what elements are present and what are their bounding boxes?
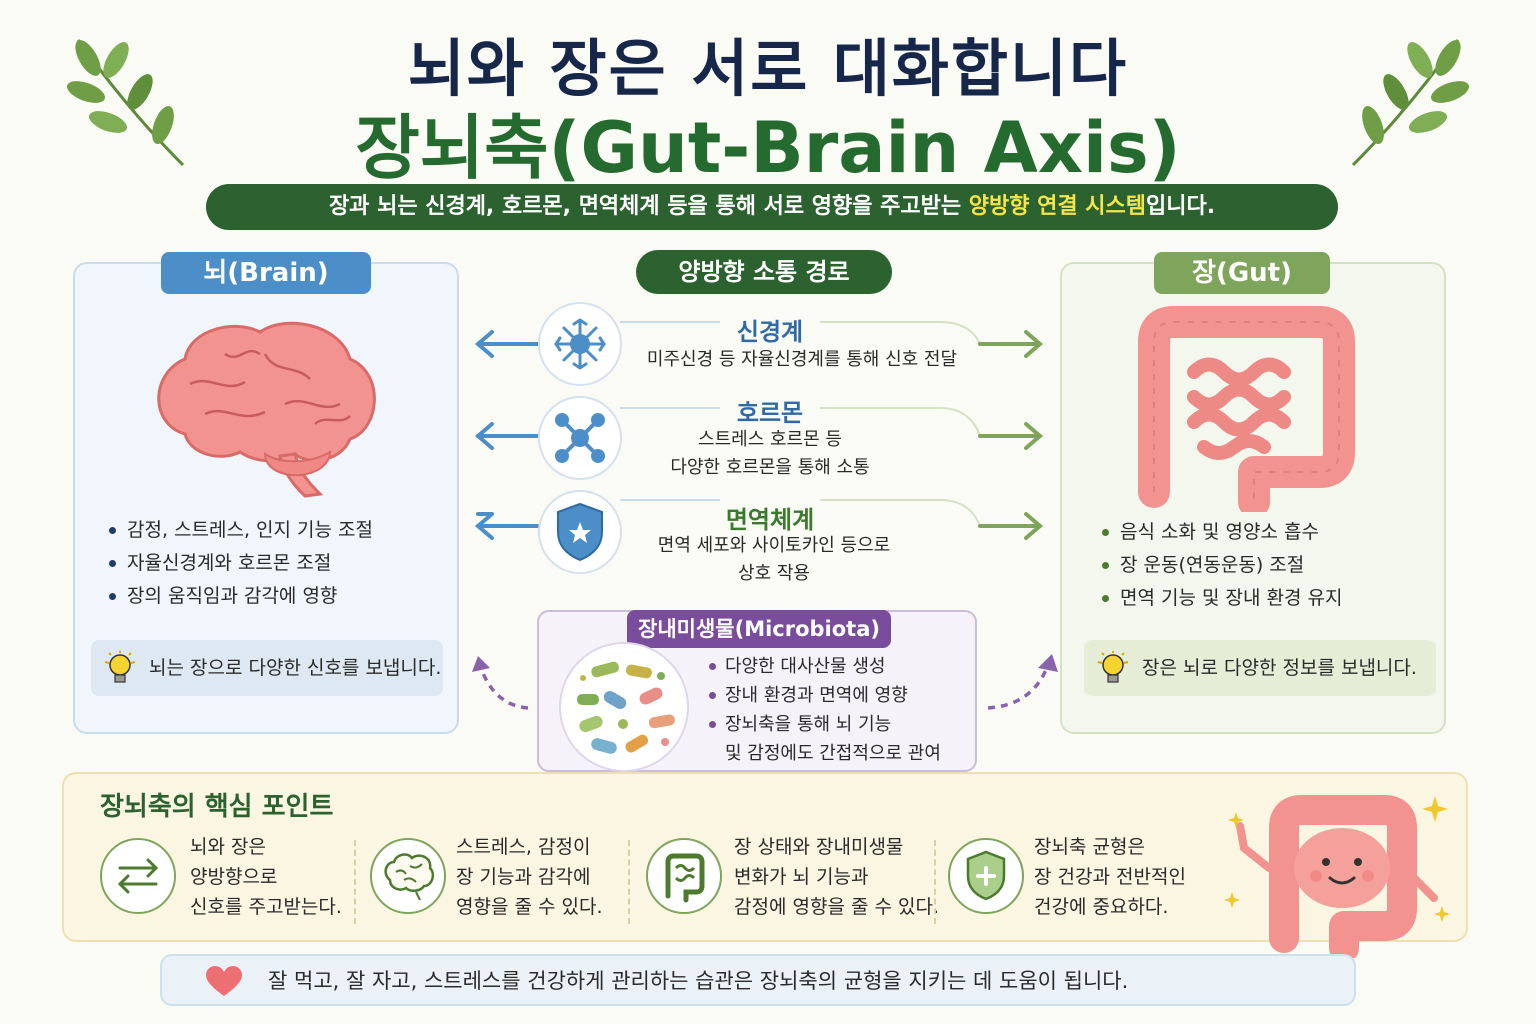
brain-illustration-icon [157,321,376,498]
route-desc-immune-2: 상호 작용 [738,563,810,584]
point-text-2: 스트레스, 감정이 장 기능과 감각에 영향을 줄 수 있다. [456,832,603,922]
list-item: 면역 기능 및 장내 환경 유지 [1102,582,1342,615]
footer-text: 잘 먹고, 잘 자고, 스트레스를 건강하게 관리하는 습관은 장뇌축의 균형을… [268,969,1129,993]
list-item: 및 감정에도 간접적으로 관여 [725,743,941,764]
bacteria-icon [577,661,675,754]
point-line: 신호를 주고받는다. [190,896,342,918]
center-tag: 양방향 소통 경로 [636,250,892,294]
point-line: 감정에 영향을 줄 수 있다. [734,896,939,918]
point-line: 양방향으로 [190,866,278,888]
nervous-route-icon-badge [538,302,622,386]
shield-icon [557,502,603,562]
footer-banner: 잘 먹고, 잘 자고, 스트레스를 건강하게 관리하는 습관은 장뇌축의 균형을… [160,954,1356,1006]
left-leaf-branch-icon [66,39,185,167]
microbiota-to-gut-arrow-icon [987,654,1058,710]
point-line: 뇌와 장은 [190,836,266,858]
gut-function-list: 음식 소화 및 영양소 흡수 장 운동(연동운동) 조절 면역 기능 및 장내 … [1102,516,1342,615]
microbiota-tag: 장내미생물(Microbiota) [627,610,891,648]
key-points-title: 장뇌축의 핵심 포인트 [100,792,334,822]
subtitle-highlight: 양방향 연결 시스템 [968,194,1146,219]
point-icon-badge [948,838,1024,914]
point-line: 장뇌축 균형은 [1034,836,1145,858]
list-item: 장 운동(연동운동) 조절 [1102,549,1342,582]
route-desc-hormone-1: 스트레스 호르몬 등 [698,429,842,450]
list-item: 장의 움직임과 감각에 영향 [109,580,373,613]
immune-route-icon-badge [538,490,622,574]
brain-tip-text: 뇌는 장으로 다양한 신호를 보냅니다. [149,657,442,679]
point-line: 장 기능과 감각에 [456,866,591,888]
two-way-arrows-icon [117,858,159,894]
point-line: 변화가 뇌 기능과 [734,866,869,888]
point-line: 스트레스, 감정이 [456,836,591,858]
gut-tag: 장(Gut) [1154,252,1330,294]
gut-panel: 장(Gut) 음식 소화 및 영양소 흡수 장 운동(연동운동) 조절 면역 기… [1060,252,1446,734]
point-icon-badge [100,838,176,914]
subtitle-banner: 장과 뇌는 신경계, 호르몬, 면역체계 등을 통해 서로 영향을 주고받는 양… [206,184,1338,230]
point-line: 영향을 줄 수 있다. [456,896,603,918]
list-item: 감정, 스트레스, 인지 기능 조절 [109,514,373,547]
list-item: 다양한 대사산물 생성 [709,652,941,681]
left-arrow-icon [474,330,540,358]
brain-tip: 뇌는 장으로 다양한 신호를 보냅니다. [91,640,443,696]
brain-panel: 뇌(Brain) 감정, 스트레스, 인지 기능 조절 자율신경계와 호르몬 조… [73,252,459,734]
left-arrow-icon [474,422,540,450]
brain-function-list: 감정, 스트레스, 인지 기능 조절 자율신경계와 호르몬 조절 장의 움직임과… [109,514,373,613]
divider [934,840,936,924]
microbiota-to-brain-arrow-icon [472,656,529,710]
point-icon-badge [646,838,722,914]
list-item: 장내 환경과 면역에 영향 [709,681,941,710]
gut-mascot-icon [1224,795,1450,958]
shield-plus-icon [966,850,1006,901]
microbiota-effect-list: 다양한 대사산물 생성 장내 환경과 면역에 영향 장뇌축을 통해 뇌 기능 및… [709,652,941,768]
main-title: 장뇌축(Gut-Brain Axis) [355,107,1181,189]
intestine-icon [665,853,705,903]
gut-tip-text: 장은 뇌로 다양한 정보를 보냅니다. [1142,657,1417,679]
subtitle-text: 장과 뇌는 신경계, 호르몬, 면역체계 등을 통해 서로 영향을 주고받는 [328,194,969,219]
route-desc-immune-1: 면역 세포와 사이토카인 등으로 [657,535,891,556]
route-desc-hormone-2: 다양한 호르몬을 통해 소통 [670,457,870,478]
microbiota-panel: 장내미생물(Microbiota) 다양한 대사산물 생성 장내 환경과 면역에… [537,610,977,772]
microbiota-illustration [559,642,689,772]
list-item: 장뇌축을 통해 뇌 기능 [709,710,941,739]
point-icon-badge [370,838,446,914]
page-title: 뇌와 장은 서로 대화합니다 [407,32,1129,105]
point-text-3: 장 상태와 장내미생물 변화가 뇌 기능과 감정에 영향을 줄 수 있다. [734,832,939,922]
hormone-route-icon-badge [538,396,622,480]
route-arrows [474,321,1044,540]
list-item: 음식 소화 및 영양소 흡수 [1102,516,1342,549]
molecule-icon [555,413,605,463]
right-arrow-icon [978,422,1044,450]
right-arrow-icon [978,330,1044,358]
route-desc-nervous: 미주신경 등 자율신경계를 통해 신호 전달 [646,349,958,370]
right-leaf-branch-icon [1351,39,1470,167]
route-title-hormone: 호르몬 [736,399,804,427]
neuron-icon [554,318,606,370]
brain-tag: 뇌(Brain) [161,252,371,294]
point-text-1: 뇌와 장은 양방향으로 신호를 주고받는다. [190,832,342,922]
point-line: 장 상태와 장내미생물 [734,836,904,858]
lightbulb-icon [104,651,136,683]
heart-icon [206,966,242,996]
left-arrow-icon [474,512,540,540]
divider [628,840,630,924]
route-title-immune: 면역체계 [725,506,815,534]
lightbulb-icon [1097,651,1129,683]
list-item: 자율신경계와 호르몬 조절 [109,547,373,580]
point-text-4: 장뇌축 균형은 장 건강과 전반적인 건강에 중요하다. [1034,832,1186,922]
subtitle-end: 입니다. [1145,194,1216,219]
right-arrow-icon [978,512,1044,540]
point-line: 장 건강과 전반적인 [1034,866,1186,888]
divider [354,840,356,924]
brain-icon [384,853,435,901]
route-title-nervous: 신경계 [736,318,804,346]
key-points-panel: 장뇌축의 핵심 포인트 뇌와 장은 양방향으로 신호를 주고받는다. 스트레스,… [62,772,1468,958]
point-line: 건강에 중요하다. [1034,896,1169,918]
intestine-illustration-icon [1138,306,1355,512]
gut-tip: 장은 뇌로 다양한 정보를 보냅니다. [1084,640,1436,696]
